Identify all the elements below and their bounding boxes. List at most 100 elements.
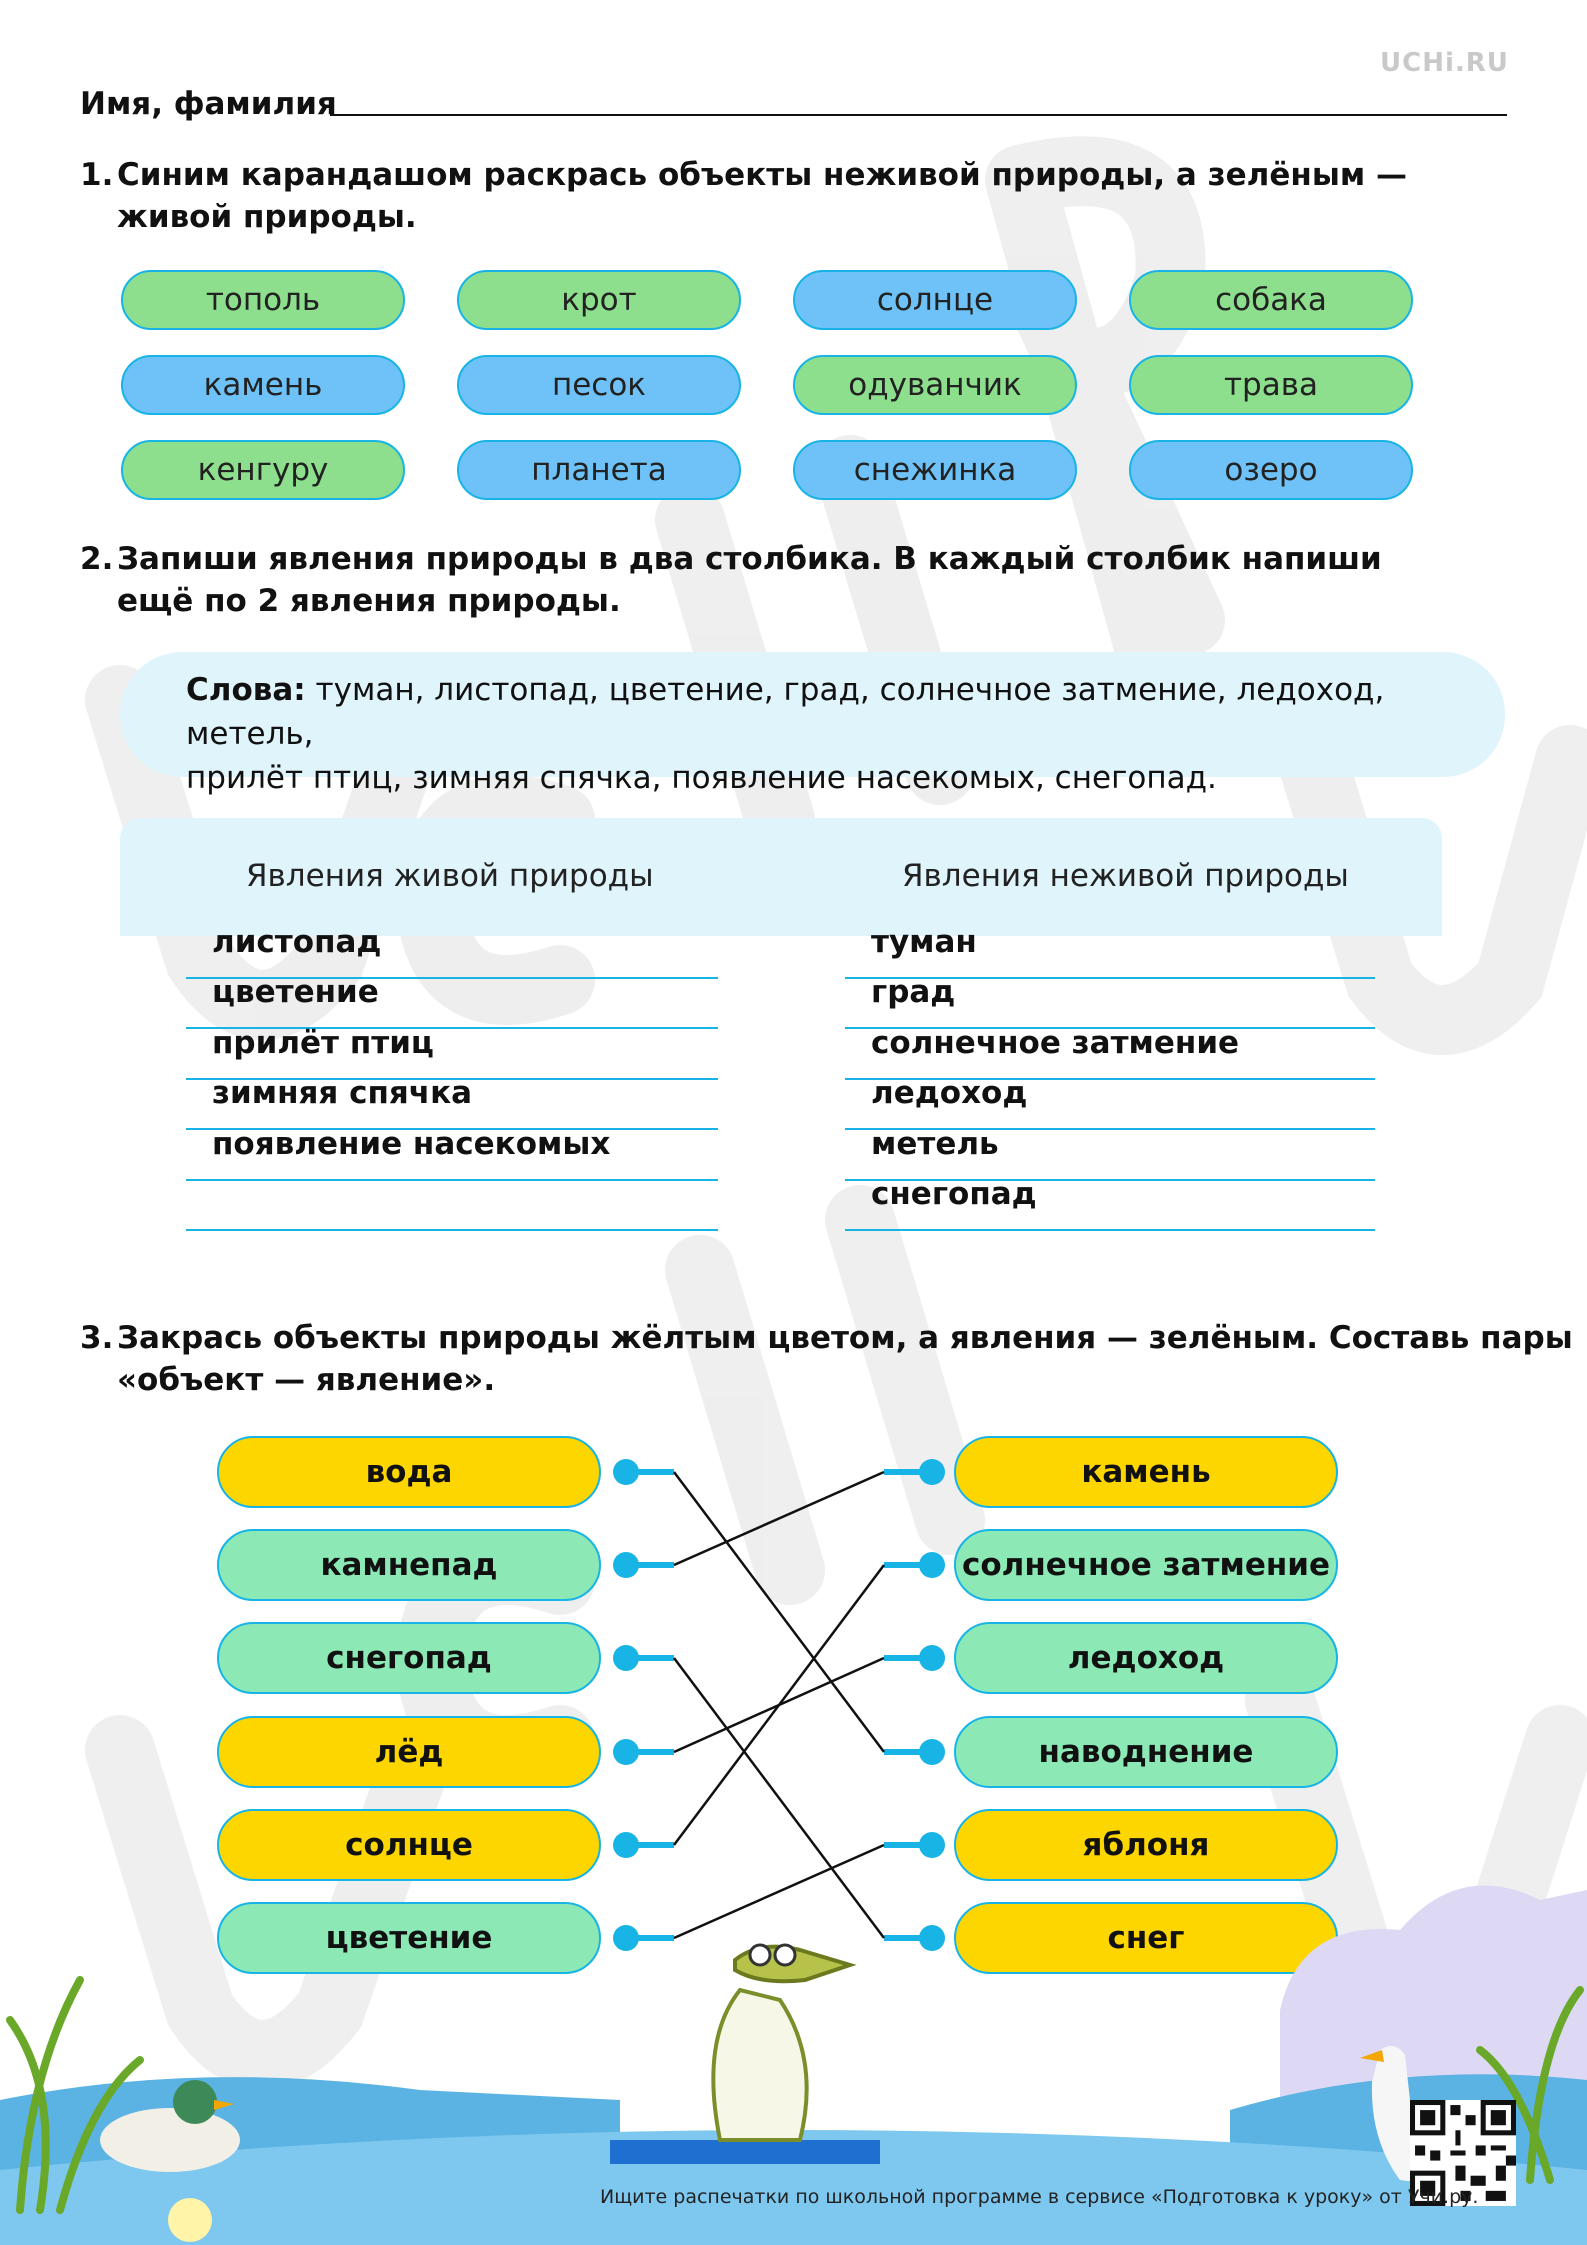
right-pill[interactable]: ледоход <box>954 1622 1338 1694</box>
task3-text-line2: «объект — явление». <box>117 1362 496 1398</box>
words-line1: туман, листопад, цветение, град, солнечн… <box>186 672 1385 752</box>
word-pill[interactable]: трава <box>1129 355 1413 415</box>
answer-line[interactable] <box>186 1027 718 1029</box>
left-pill[interactable]: солнце <box>217 1809 601 1881</box>
words-box <box>120 652 1505 777</box>
word-pill[interactable]: песок <box>457 355 741 415</box>
connector-dot-left[interactable] <box>613 1739 639 1765</box>
task2-number: 2. <box>80 541 114 577</box>
task3-text: Закрась объекты природы жёлтым цветом, а… <box>117 1317 1573 1401</box>
answer-line[interactable] <box>186 977 718 979</box>
task1-text: Синим карандашом раскрась объекты неживо… <box>117 154 1407 238</box>
task2-text-line1: Запиши явления природы в два столбика. В… <box>117 541 1382 577</box>
footer-text: Ищите распечатки по школьной программе в… <box>600 2186 1479 2208</box>
connector-dot-left[interactable] <box>613 1645 639 1671</box>
answer-line[interactable] <box>845 1078 1375 1080</box>
duck-head <box>173 2080 217 2124</box>
answer-nonliving: туман <box>871 924 977 960</box>
word-pill[interactable]: крот <box>457 270 741 330</box>
task1-text-line1: Синим карандашом раскрась объекты неживо… <box>117 157 1407 193</box>
word-pill[interactable]: снежинка <box>793 440 1077 500</box>
answer-nonliving: солнечное затмение <box>871 1025 1240 1061</box>
brand-logo: UCHi.RU <box>1380 48 1509 78</box>
answer-line[interactable] <box>186 1179 718 1181</box>
water-front <box>0 2130 1587 2245</box>
connector-dot-right[interactable] <box>919 1552 945 1578</box>
answer-living: появление насекомых <box>212 1126 611 1162</box>
boat <box>610 2140 880 2164</box>
words-text: Слова: туман, листопад, цветение, град, … <box>186 668 1476 800</box>
answer-nonliving: снегопад <box>871 1176 1037 1212</box>
answer-living: зимняя спячка <box>212 1075 473 1111</box>
answer-line[interactable] <box>845 977 1375 979</box>
swan-beak <box>1360 2050 1384 2062</box>
answer-living: листопад <box>212 924 382 960</box>
answer-line[interactable] <box>845 1179 1375 1181</box>
name-label: Имя, фамилия <box>80 86 337 122</box>
left-pill[interactable]: вода <box>217 1436 601 1508</box>
connector-dot-right[interactable] <box>919 1459 945 1485</box>
word-pill[interactable]: солнце <box>793 270 1077 330</box>
right-pill[interactable]: снег <box>954 1902 1338 1974</box>
task3-number: 3. <box>80 1320 114 1356</box>
connector-dot-left[interactable] <box>613 1459 639 1485</box>
left-pill[interactable]: снегопад <box>217 1622 601 1694</box>
right-pill[interactable]: яблоня <box>954 1809 1338 1881</box>
crocodile-glasses <box>748 1943 772 1967</box>
words-line2: прилёт птиц, зимняя спячка, появление на… <box>186 760 1217 796</box>
cloud-shape <box>1280 1885 1587 2100</box>
answer-line[interactable] <box>186 1078 718 1080</box>
left-pill[interactable]: лёд <box>217 1716 601 1788</box>
right-pill[interactable]: камень <box>954 1436 1338 1508</box>
left-pill[interactable]: камнепад <box>217 1529 601 1601</box>
word-pill[interactable]: собака <box>1129 270 1413 330</box>
word-pill[interactable]: камень <box>121 355 405 415</box>
answer-line[interactable] <box>845 1027 1375 1029</box>
right-pill[interactable]: солнечное затмение <box>954 1529 1338 1601</box>
pond-illustration <box>0 1885 1587 2245</box>
water-lily <box>168 2198 212 2242</box>
name-field[interactable] <box>330 114 1507 116</box>
duck-body <box>100 2108 240 2172</box>
answer-line[interactable] <box>845 1128 1375 1130</box>
qr-code[interactable] <box>1410 2100 1516 2206</box>
connector-dot-right[interactable] <box>919 1925 945 1951</box>
task1-text-line2: живой природы. <box>117 199 417 235</box>
word-pill[interactable]: тополь <box>121 270 405 330</box>
match-line <box>673 1471 885 1753</box>
answer-nonliving: ледоход <box>871 1075 1028 1111</box>
answer-living: цветение <box>212 974 379 1010</box>
column-title-living: Явления живой природы <box>246 858 654 894</box>
words-label: Слова: <box>186 672 306 708</box>
duck-beak <box>214 2100 234 2110</box>
word-pill[interactable]: озеро <box>1129 440 1413 500</box>
word-pill[interactable]: кенгуру <box>121 440 405 500</box>
answer-living: прилёт птиц <box>212 1025 434 1061</box>
answer-line[interactable] <box>186 1229 718 1231</box>
answer-nonliving: метель <box>871 1126 999 1162</box>
answer-nonliving: град <box>871 974 956 1010</box>
task3-text-line1: Закрась объекты природы жёлтым цветом, а… <box>117 1320 1573 1356</box>
task2-text-line2: ещё по 2 явления природы. <box>117 583 621 619</box>
connector-dot-right[interactable] <box>919 1645 945 1671</box>
crocodile-glasses-right <box>773 1943 797 1967</box>
word-pill[interactable]: планета <box>457 440 741 500</box>
left-pill[interactable]: цветение <box>217 1902 601 1974</box>
match-line <box>673 1470 885 1567</box>
crocodile-body <box>711 1987 809 2142</box>
match-line <box>673 1657 885 1939</box>
connector-dot-right[interactable] <box>919 1832 945 1858</box>
connector-dot-left[interactable] <box>613 1832 639 1858</box>
word-pill[interactable]: одуванчик <box>793 355 1077 415</box>
connector-dot-left[interactable] <box>613 1552 639 1578</box>
connector-dot-right[interactable] <box>919 1739 945 1765</box>
right-pill[interactable]: наводнение <box>954 1716 1338 1788</box>
answer-line[interactable] <box>186 1128 718 1130</box>
column-title-nonliving: Явления неживой природы <box>902 858 1349 894</box>
match-line <box>673 1564 885 1846</box>
connector-dot-left[interactable] <box>613 1925 639 1951</box>
match-line <box>673 1843 885 1940</box>
table-header <box>120 818 1442 936</box>
answer-line[interactable] <box>845 1229 1375 1231</box>
